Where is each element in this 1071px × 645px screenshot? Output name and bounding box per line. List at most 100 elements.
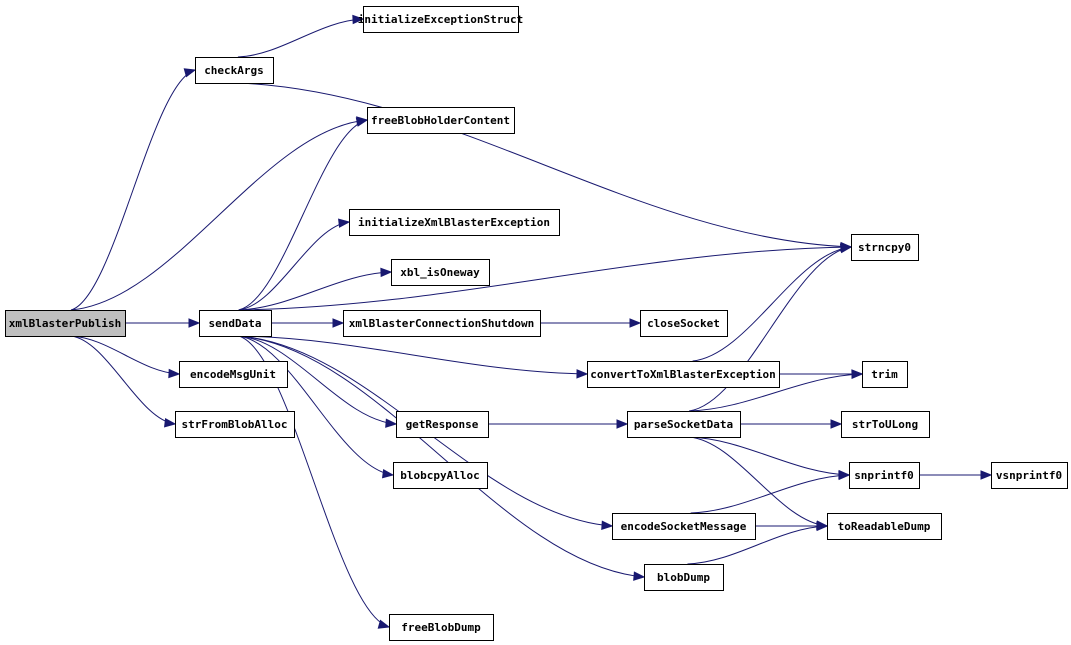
arrowhead-xmlBlasterPublish-to-checkArgs [183,68,197,78]
arrowhead-sendData-to-getResponse [385,418,398,428]
arrowhead-encodeSocketMessage-to-snprintf0 [838,470,851,481]
edge-parseSocketData-to-toReadableDump [689,436,828,527]
node-toReadableDump[interactable]: toReadableDump [827,513,942,540]
node-label: blobDump [657,571,710,584]
node-encodeSocketMessage[interactable]: encodeSocketMessage [612,513,756,540]
node-box [393,462,488,489]
edge-xmlBlasterPublish-to-strFromBlobAlloc [70,335,176,425]
edge-xmlBlasterPublish-to-checkArgs [70,69,196,311]
arrowhead-blobDump-to-toReadableDump [816,521,829,532]
node-strToULong[interactable]: strToULong [841,411,930,438]
node-box [175,411,295,438]
arrowhead-sendData-to-xmlBlasterConnectionShutdown [332,318,345,328]
node-xmlBlasterPublish[interactable]: xmlBlasterPublish [5,310,126,337]
edge-parseSocketData-to-trim [689,373,863,412]
node-strncpy0[interactable]: strncpy0 [851,234,919,261]
arrowhead-snprintf0-to-vsnprintf0 [980,470,993,480]
node-box [627,411,741,438]
node-xmlBlasterConnectionShutdown[interactable]: xmlBlasterConnectionShutdown [343,310,541,337]
edge-xmlBlasterPublish-to-freeBlobHolderContent [70,119,368,311]
node-box [991,462,1068,489]
node-xbl_isOneway[interactable]: xbl_isOneway [391,259,490,286]
node-label: parseSocketData [634,418,733,431]
node-label: strToULong [852,418,918,431]
node-snprintf0[interactable]: snprintf0 [849,462,920,489]
node-box [343,310,541,337]
edge-sendData-to-getResponse [238,335,397,425]
node-label: xbl_isOneway [400,266,480,279]
node-freeBlobHolderContent[interactable]: freeBlobHolderContent [367,107,515,134]
edge-sendData-to-initializeXmlBlasterException [238,221,350,311]
node-box [640,310,728,337]
edge-encodeSocketMessage-to-snprintf0 [690,474,850,514]
node-box [349,209,560,236]
node-label: freeBlobDump [401,621,481,634]
node-label: sendData [209,317,262,330]
arrowhead-sendData-to-freeBlobDump [377,619,391,629]
edge-sendData-to-freeBlobDump [238,335,390,628]
node-freeBlobDump[interactable]: freeBlobDump [389,614,494,641]
node-blobDump[interactable]: blobDump [644,564,724,591]
node-box [862,361,908,388]
arrowhead-sendData-to-convertToXmlBlasterException [576,369,589,379]
arrowhead-checkArgs-to-initializeExceptionStruct [352,14,365,25]
arrowhead-sendData-to-initializeXmlBlasterException [338,218,351,228]
arrowhead-sendData-to-xbl_isOneway [380,267,393,278]
node-box [851,234,919,261]
node-label: convertToXmlBlasterException [590,368,775,381]
node-initializeExceptionStruct[interactable]: initializeExceptionStruct [358,6,524,33]
node-box [644,564,724,591]
node-label: checkArgs [204,64,264,77]
edge-sendData-to-strncpy0 [238,246,852,311]
node-encodeMsgUnit[interactable]: encodeMsgUnit [179,361,288,388]
edge-sendData-to-convertToXmlBlasterException [238,335,588,375]
node-convertToXmlBlasterException[interactable]: convertToXmlBlasterException [587,361,780,388]
node-closeSocket[interactable]: closeSocket [640,310,728,337]
arrowhead-sendData-to-blobDump [633,571,646,581]
node-label: encodeMsgUnit [190,368,276,381]
node-label: toReadableDump [838,520,931,533]
node-box [363,6,519,33]
node-initializeXmlBlasterException[interactable]: initializeXmlBlasterException [349,209,560,236]
node-label: getResponse [406,418,479,431]
node-getResponse[interactable]: getResponse [396,411,489,438]
arrowhead-parseSocketData-to-trim [851,369,864,380]
node-label: initializeExceptionStruct [358,13,524,26]
node-label: initializeXmlBlasterException [358,216,550,229]
edge-parseSocketData-to-snprintf0 [689,436,850,476]
edge-sendData-to-freeBlobHolderContent [238,119,368,311]
node-box [389,614,494,641]
arrowhead-xmlBlasterConnectionShutdown-to-closeSocket [629,318,642,328]
node-strFromBlobAlloc[interactable]: strFromBlobAlloc [175,411,295,438]
node-trim[interactable]: trim [862,361,908,388]
node-box [195,57,274,84]
edge-parseSocketData-to-strncpy0 [689,246,852,412]
node-box [827,513,942,540]
edge-checkArgs-to-initializeExceptionStruct [237,18,364,58]
node-box [849,462,920,489]
node-vsnprintf0[interactable]: vsnprintf0 [991,462,1068,489]
node-label: closeSocket [647,317,720,330]
node-label: snprintf0 [854,469,914,482]
node-label: encodeSocketMessage [621,520,747,533]
node-box [179,361,288,388]
edge-sendData-to-blobDump [238,335,645,578]
node-sendData[interactable]: sendData [199,310,272,337]
node-parseSocketData[interactable]: parseSocketData [627,411,741,438]
node-label: freeBlobHolderContent [371,114,510,127]
arrowhead-parseSocketData-to-strToULong [830,419,843,429]
edge-sendData-to-blobcpyAlloc [238,335,394,476]
edge-checkArgs-to-strncpy0 [237,82,852,248]
edge-sendData-to-xbl_isOneway [238,271,392,311]
node-box [367,107,515,134]
node-box [396,411,489,438]
node-blobcpyAlloc[interactable]: blobcpyAlloc [393,462,488,489]
node-box [612,513,756,540]
node-label: xmlBlasterPublish [9,317,122,330]
node-box [199,310,272,337]
arrowhead-getResponse-to-parseSocketData [616,419,629,429]
node-label: strFromBlobAlloc [182,418,288,431]
node-checkArgs[interactable]: checkArgs [195,57,274,84]
arrowhead-xmlBlasterPublish-to-sendData [188,318,201,328]
